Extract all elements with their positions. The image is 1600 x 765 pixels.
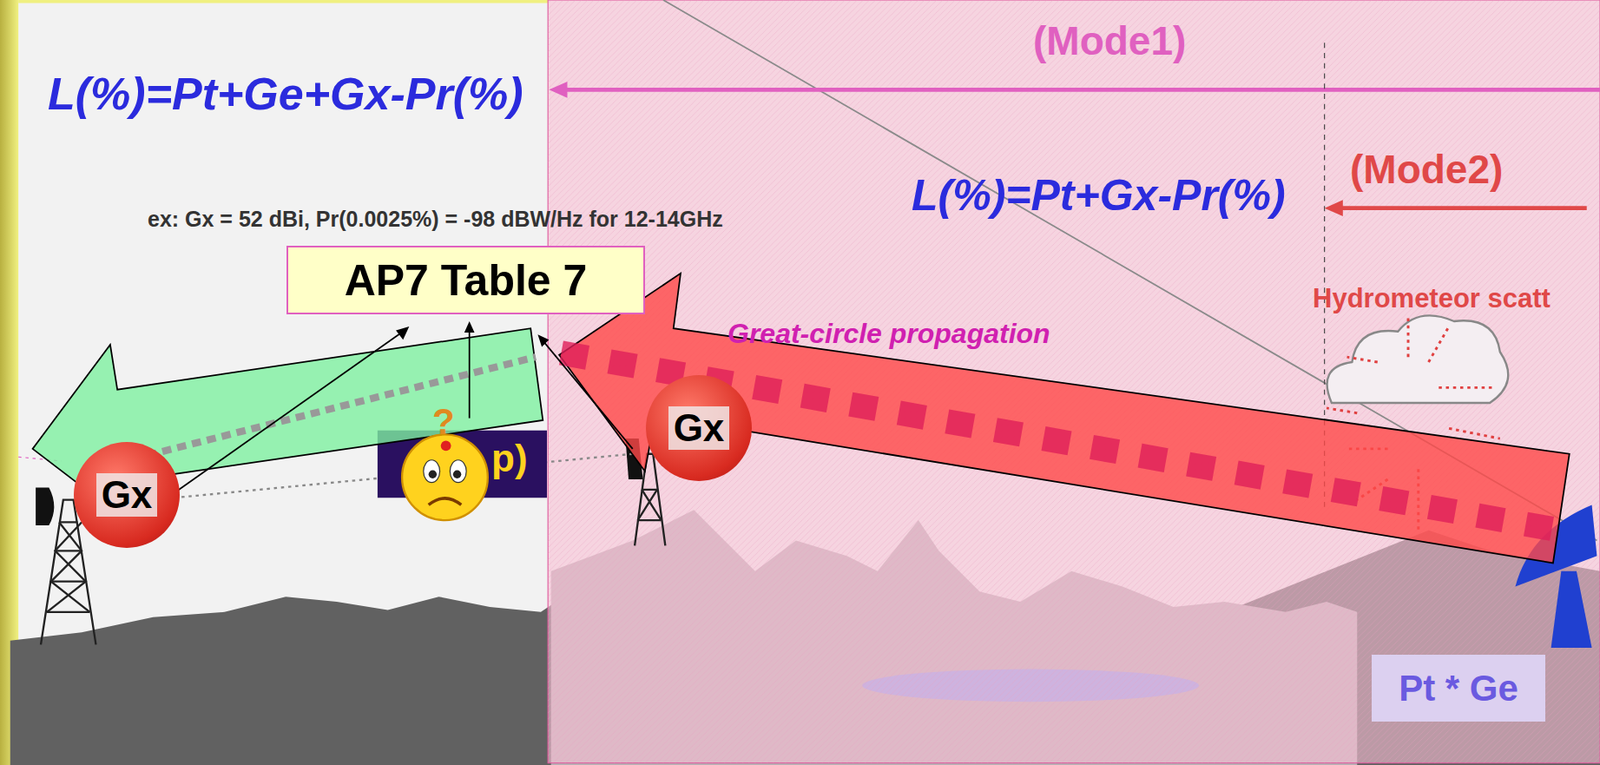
- question-mark: ?: [432, 401, 455, 443]
- example-note: ex: Gx = 52 dBi, Pr(0.0025%) = -98 dBW/H…: [147, 206, 724, 232]
- path-label: Great-circle propagation: [727, 317, 1051, 350]
- node-text: Gx: [668, 406, 731, 450]
- node-text: AP7 Table 7: [344, 255, 588, 306]
- table-box: AP7 Table 7: [286, 245, 646, 315]
- mode-label: (Mode2): [1349, 145, 1503, 193]
- power-box: Pt * Ge: [1371, 654, 1546, 722]
- partial-text: p): [491, 436, 528, 481]
- formula: L(%)=Pt+Ge+Gx-Pr(%): [47, 67, 524, 120]
- gain-circle: Gx: [73, 441, 180, 548]
- gain-circle: Gx: [645, 375, 752, 481]
- formula: L(%)=Pt+Gx-Pr(%): [911, 170, 1286, 221]
- node-text: Gx: [96, 473, 159, 517]
- scatter-label: Hydrometeor scatt: [1312, 283, 1551, 315]
- mode-label: (Mode1): [1033, 17, 1186, 65]
- node-text: Pt * Ge: [1398, 667, 1519, 710]
